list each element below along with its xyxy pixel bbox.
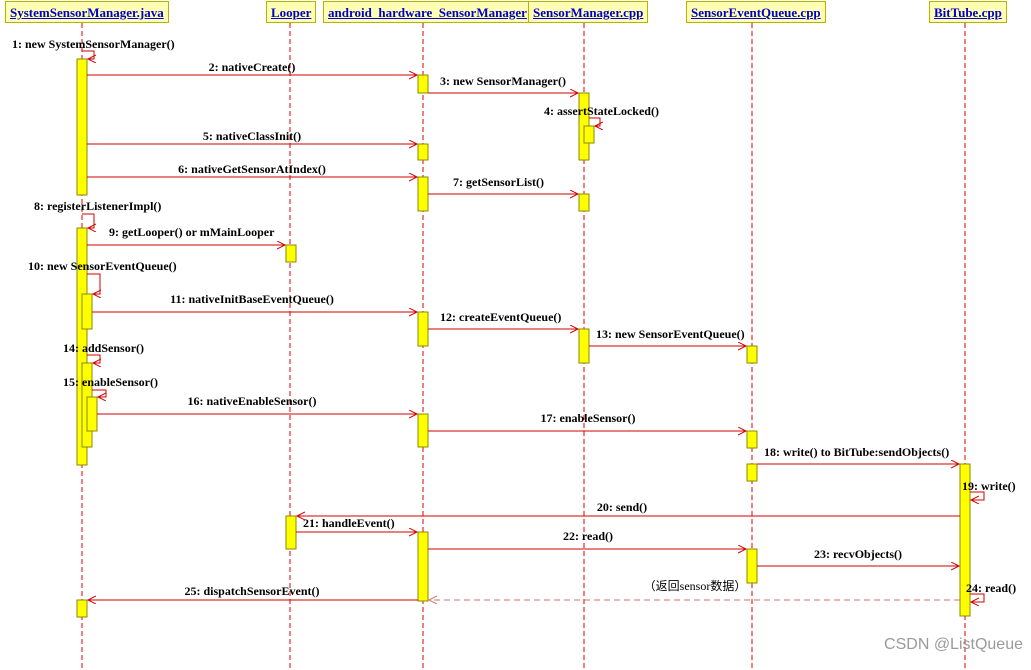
message-8-label: 8: registerListenerImpl() (34, 199, 161, 213)
activation-ahsm-11 (417, 311, 429, 347)
message-13-label: 13: new SensorEventQueue() (596, 327, 745, 341)
message-15-arrow (92, 389, 107, 397)
activation-ssm-10 (81, 293, 93, 330)
message-4-label: 4: assertStateLocked() (544, 104, 659, 118)
message-3-label: 3: new SensorManager() (440, 74, 566, 88)
participant-android-hardware-sensormanager: android_hardware_SensorManager (323, 1, 532, 23)
message-8-arrow (82, 213, 94, 228)
lifelines (81, 23, 966, 668)
message-9-label: 9: getLooper() or mMainLooper (109, 225, 275, 239)
message-22-label: 22: read() (563, 529, 613, 543)
csdn-watermark: CSDN @ListQueue (884, 636, 1023, 653)
message-24-label: 24: read() (966, 581, 1016, 595)
activation-ssm-main (76, 58, 88, 196)
message-6-label: 6: nativeGetSensorAtIndex() (178, 162, 326, 176)
activation-ssm-15 (86, 396, 98, 432)
participant-looper: Looper (266, 1, 317, 23)
activation-bittube-main (959, 463, 971, 617)
activation-ahsm-21 (417, 531, 429, 602)
participant-bittube-cpp: BitTube.cpp (929, 1, 1007, 23)
message-18-label: 18: write() to BitTube:sendObjects() (764, 445, 949, 459)
activation-seq-22 (746, 548, 758, 584)
activation-ssm-register (76, 227, 88, 466)
activation-looper-9 (285, 244, 297, 263)
message-1-label: 1: new SystemSensorManager() (12, 37, 175, 51)
message-19-label: 19: write() (962, 479, 1016, 493)
activation-looper-20 (285, 515, 297, 550)
message-labels: 1: new SystemSensorManager() 2: nativeCr… (12, 37, 1016, 598)
activation-seq-17 (746, 430, 758, 449)
message-16-label: 16: nativeEnableSensor() (188, 394, 317, 408)
activation-ahsm-2 (417, 74, 429, 94)
message-19-arrow (970, 491, 985, 500)
message-14-arrow (87, 354, 100, 363)
message-21-label: 21: handleEvent() (303, 516, 395, 530)
activation-bars (76, 58, 971, 618)
message-14-label: 14: addSensor() (63, 341, 144, 355)
message-4-arrow (589, 117, 600, 126)
message-23-label: 23: recvObjects() (814, 547, 902, 561)
activation-smcpp-7 (578, 193, 590, 212)
message-12-label: 12: createEventQueue() (440, 310, 561, 324)
message-2-label: 2: nativeCreate() (209, 60, 296, 74)
activation-ahsm-6 (417, 176, 429, 212)
message-20-label: 20: send() (597, 500, 647, 514)
message-11-label: 11: nativeInitBaseEventQueue() (170, 292, 334, 306)
message-5-label: 5: nativeClassInit() (203, 129, 301, 143)
return-message-label: （返回sensor数据） (644, 578, 747, 593)
message-1-arrow (82, 50, 94, 59)
activation-ahsm-5 (417, 143, 429, 161)
message-10-arrow (87, 273, 100, 294)
message-24-arrow (970, 593, 985, 602)
participant-sensormanager-cpp: SensorManager.cpp (528, 1, 649, 23)
participant-systemsensormanager: SystemSensorManager.java (5, 1, 169, 23)
participant-sensoreventqueue-cpp: SensorEventQueue.cpp (686, 1, 826, 23)
activation-smcpp-12 (578, 328, 590, 364)
message-7-label: 7: getSensorList() (453, 175, 544, 189)
activation-ssm-25 (76, 599, 88, 618)
activation-seq-18 (746, 463, 758, 482)
message-25-label: 25: dispatchSensorEvent() (184, 584, 319, 598)
activation-smcpp-4 (583, 125, 595, 144)
messages (82, 50, 985, 602)
message-15-label: 15: enableSensor() (63, 375, 158, 389)
activation-ahsm-16 (417, 413, 429, 448)
message-17-label: 17: enableSensor() (541, 411, 636, 425)
activation-seq-13 (746, 345, 758, 364)
message-10-label: 10: new SensorEventQueue() (28, 259, 177, 273)
